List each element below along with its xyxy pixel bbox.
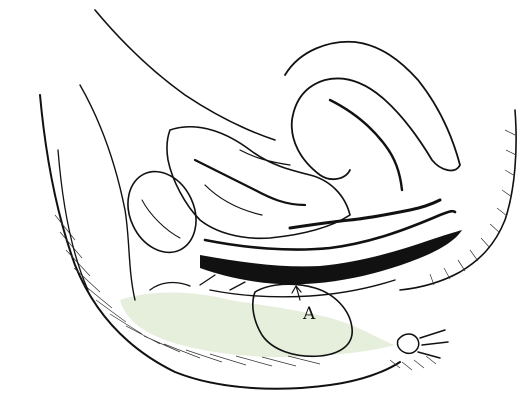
central-organ-outline xyxy=(167,127,350,239)
label-a-arrow xyxy=(292,286,301,300)
upper-left-inner-curve xyxy=(80,85,135,300)
right-knot-detail xyxy=(397,330,448,358)
connecting-strokes xyxy=(150,275,245,290)
upper-right-loop xyxy=(285,42,460,179)
right-side-hatching xyxy=(430,130,516,285)
central-organ-detail-2 xyxy=(205,150,290,215)
central-organ-detail xyxy=(195,160,305,205)
dark-canal-band xyxy=(200,230,462,284)
left-oval-inner xyxy=(142,200,180,238)
upper-left-curve xyxy=(95,10,275,140)
canal-upper-edge xyxy=(205,211,455,249)
upper-right-inner-line xyxy=(330,100,402,190)
label-a: A xyxy=(302,304,316,324)
